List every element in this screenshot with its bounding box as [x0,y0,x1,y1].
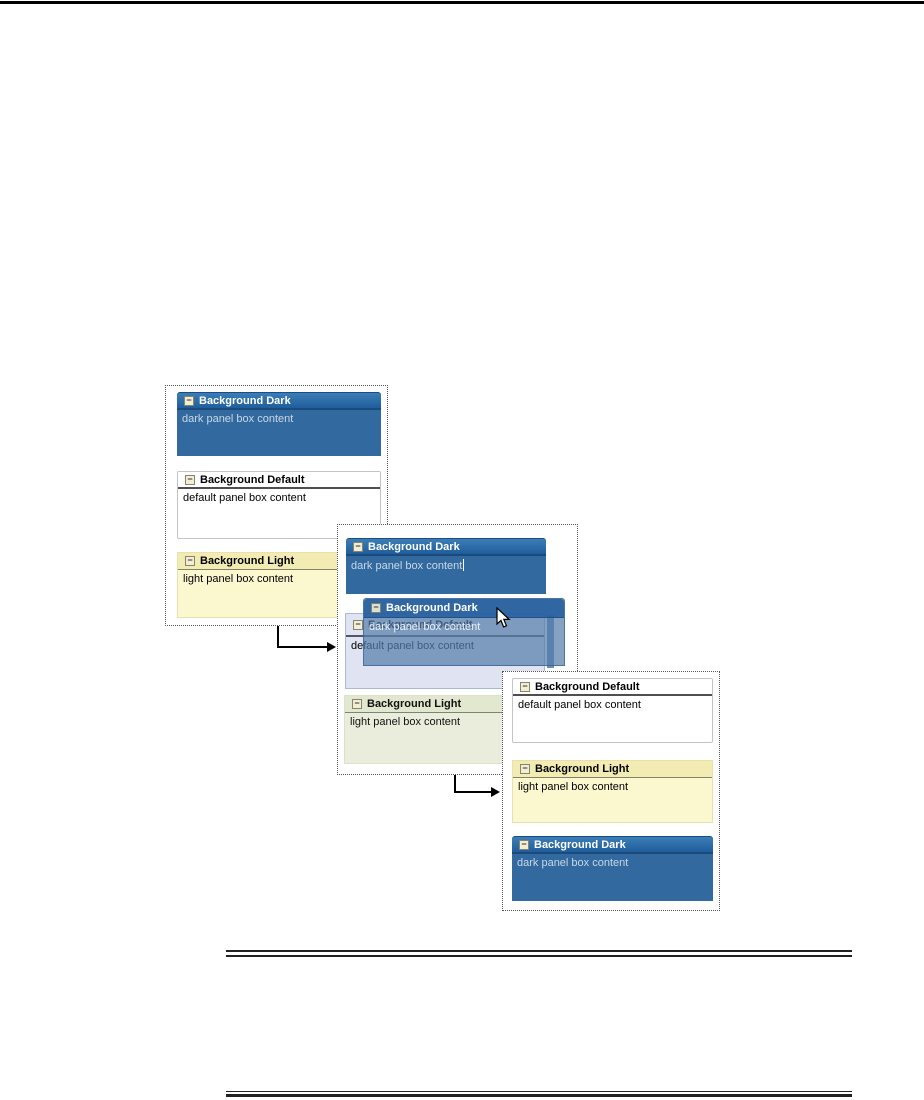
panelbox-title: Background Dark [534,838,626,851]
collapse-icon[interactable]: − [519,839,529,850]
panel-group-result: − Background Default default panel box c… [502,671,720,911]
panelbox-title: Background Default [200,473,305,486]
panelbox-default: − Background Default default panel box c… [177,471,381,539]
collapse-icon[interactable]: − [184,395,194,406]
panelbox-content: default panel box content [518,699,641,711]
arrow-line [454,775,456,793]
panelbox-content: default panel box content [183,492,306,504]
panelbox-light: − Background Light light panel box conte… [512,760,713,823]
panelbox-content: light panel box content [183,573,294,585]
arrow-line [277,626,279,648]
panelbox-content: dark panel box content [346,556,546,594]
panelbox-dark: − Background Dark dark panel box content [512,836,713,901]
drag-ghost-panelbox[interactable]: − Background Dark dark panel box content [363,598,565,666]
panelbox-dark: − Background Dark dark panel box content [177,392,381,456]
mouse-cursor-icon [496,607,511,628]
panelbox-header[interactable]: − Background Light [345,696,545,713]
page-top-rule [0,1,924,4]
note-top-rule [226,950,852,957]
panelbox-title: Background Light [200,555,295,567]
collapse-icon[interactable]: − [371,603,381,613]
panelbox-header[interactable]: − Background Dark [364,599,564,618]
panelbox-header[interactable]: − Background Light [178,553,380,570]
collapse-icon[interactable]: − [520,764,530,774]
arrow-head-icon [491,787,500,797]
collapse-icon[interactable]: − [353,541,363,552]
panelbox-content: light panel box content [518,781,629,793]
panelbox-header[interactable]: − Background Light [513,761,712,778]
collapse-icon[interactable]: − [520,681,530,692]
collapse-icon[interactable]: − [352,699,362,709]
panelbox-content: dark panel box content [369,621,481,633]
collapse-icon[interactable]: − [185,556,195,566]
panelbox-title: Background Light [367,698,462,710]
arrow-head-icon [327,642,336,652]
panelbox-title: Background Dark [199,394,291,407]
panelbox-content: dark panel box content [182,413,294,425]
arrow-line [277,646,328,648]
note-bottom-rule [226,1091,852,1097]
panelbox-title: Background Light [535,763,630,775]
panelbox-title: Background Default [535,680,640,693]
panelbox-content: dark panel box content [517,857,629,869]
panelbox-header[interactable]: − Background Dark [346,538,546,556]
panelbox-title: Background Dark [368,540,460,553]
panelbox-content: light panel box content [350,716,461,728]
panelbox-default: − Background Default default panel box c… [512,678,713,743]
arrow-line [454,791,492,793]
panelbox-header[interactable]: − Background Default [513,679,712,696]
panelbox-title: Background Dark [386,602,478,614]
panelbox-header[interactable]: − Background Dark [512,836,713,854]
collapse-icon[interactable]: − [353,619,363,630]
panelbox-dark: − Background Dark dark panel box content [346,538,546,594]
collapse-icon[interactable]: − [185,474,195,485]
text-caret [463,559,465,571]
panelbox-header[interactable]: − Background Default [178,472,380,489]
panelbox-header[interactable]: − Background Dark [177,392,381,410]
panelbox-content-text: dark panel box content [351,560,463,572]
